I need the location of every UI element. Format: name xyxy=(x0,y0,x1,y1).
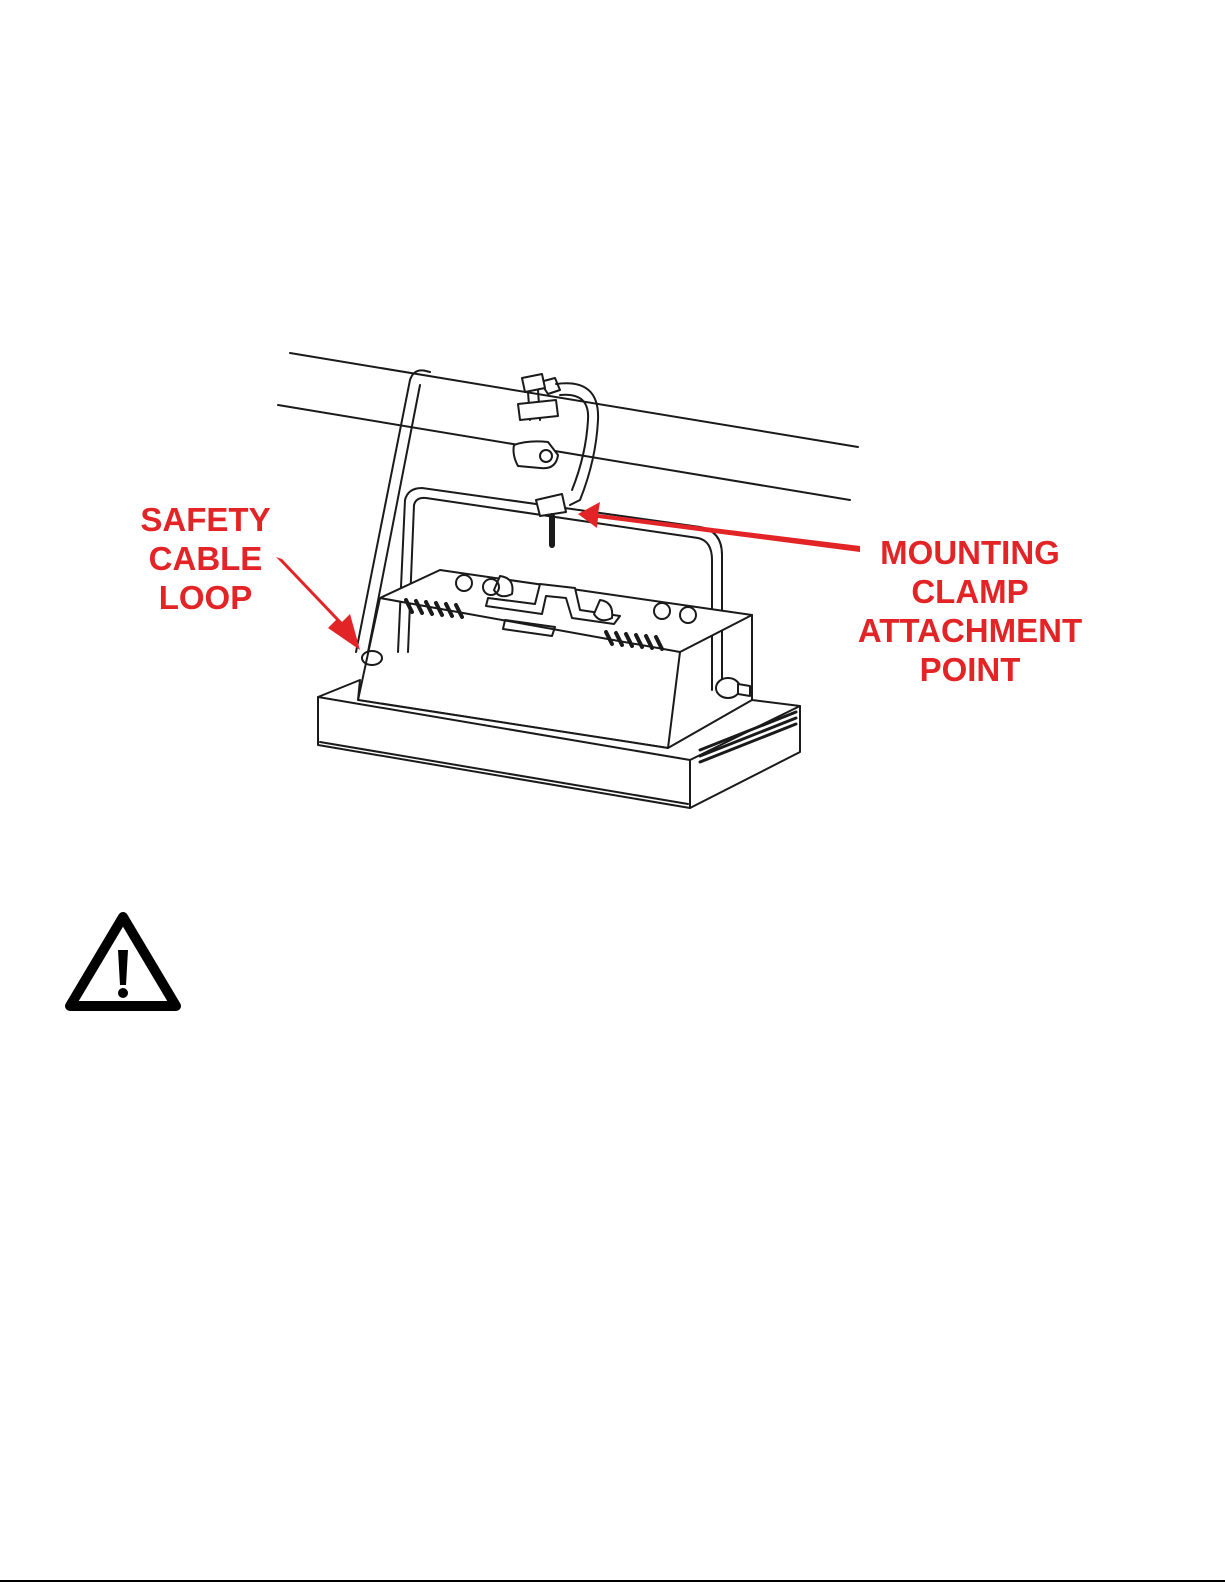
label-line: POINT xyxy=(840,650,1100,689)
label-line: CABLE xyxy=(118,539,293,578)
label-line: LOOP xyxy=(118,578,293,617)
label-line: ATTACHMENT xyxy=(840,611,1100,650)
safety-cable-loop xyxy=(362,651,382,665)
label-line: MOUNTING xyxy=(840,533,1100,572)
warning-triangle-icon xyxy=(70,917,176,1006)
truss-pipe xyxy=(278,353,858,500)
label-line: CLAMP xyxy=(840,572,1100,611)
mounting-clamp-label: MOUNTING CLAMP ATTACHMENT POINT xyxy=(840,533,1100,689)
yoke-knob xyxy=(716,678,750,698)
footer-rule xyxy=(0,1580,1225,1582)
safety-cable-loop-label: SAFETY CABLE LOOP xyxy=(118,500,293,617)
label-line: SAFETY xyxy=(118,500,293,539)
